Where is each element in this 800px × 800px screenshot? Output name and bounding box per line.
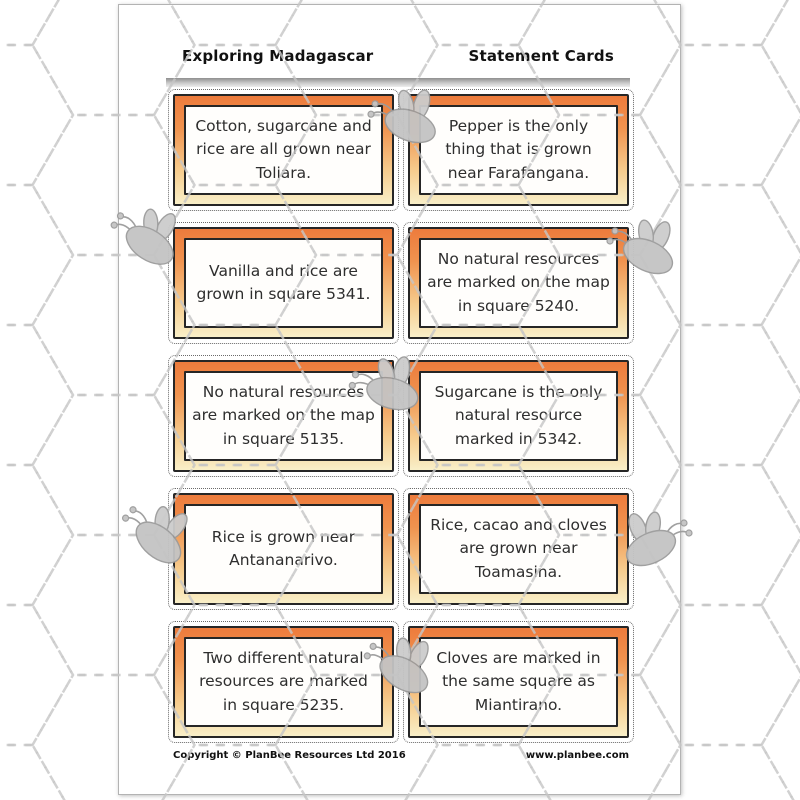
- hexagon-pattern-cell: [0, 183, 75, 327]
- statement-card: Cotton, sugarcane and rice are all grown…: [168, 89, 399, 211]
- hexagon-pattern-cell: [760, 395, 800, 535]
- statement-cards-grid: Cotton, sugarcane and rice are all grown…: [168, 89, 634, 743]
- website-text: www.planbee.com: [525, 750, 629, 761]
- hexagon-pattern-cell: [0, 0, 60, 47]
- hexagon-pattern-cell: [760, 535, 800, 675]
- hexagon-pattern-cell: [760, 255, 800, 395]
- statement-card: Two different natural resources are mark…: [168, 621, 399, 743]
- header-divider: [166, 78, 630, 87]
- page-footer: Copyright © PlanBee Resources Ltd 2016 w…: [173, 750, 629, 761]
- statement-card-text: Sugarcane is the only natural resource m…: [419, 371, 618, 461]
- statement-card-text: Cotton, sugarcane and rice are all grown…: [184, 105, 383, 195]
- page-title: Exploring Madagascar: [182, 46, 374, 65]
- statement-card-text: Rice is grown near Antananarivo.: [184, 504, 383, 594]
- statement-card-text: Two different natural resources are mark…: [184, 637, 383, 727]
- statement-card-text: No natural resources are marked on the m…: [419, 238, 618, 328]
- statement-card-text: Rice, cacao and cloves are grown near To…: [419, 504, 618, 594]
- statement-card-text: Pepper is the only thing that is grown n…: [419, 105, 618, 195]
- page-header: Exploring Madagascar Statement Cards: [168, 33, 628, 78]
- hexagon-pattern-cell: [0, 323, 75, 467]
- hexagon-pattern-cell: [0, 603, 75, 747]
- hexagon-pattern-cell: [760, 0, 800, 115]
- statement-card-text: Vanilla and rice are grown in square 534…: [184, 238, 383, 328]
- hexagon-pattern-cell: [760, 675, 800, 800]
- statement-card-text: Cloves are marked in the same square as …: [419, 637, 618, 727]
- copyright-text: Copyright © PlanBee Resources Ltd 2016: [173, 750, 406, 761]
- hexagon-pattern-cell: [0, 43, 75, 187]
- hexagon-pattern-cell: [0, 743, 66, 800]
- statement-card: No natural resources are marked on the m…: [168, 355, 399, 477]
- statement-card: Vanilla and rice are grown in square 534…: [168, 222, 399, 344]
- statement-card-text: No natural resources are marked on the m…: [184, 371, 383, 461]
- statement-card: No natural resources are marked on the m…: [403, 222, 634, 344]
- page-subtitle: Statement Cards: [468, 46, 614, 65]
- statement-card: Pepper is the only thing that is grown n…: [403, 89, 634, 211]
- statement-card: Rice is grown near Antananarivo.: [168, 488, 399, 610]
- hexagon-pattern-cell: [760, 115, 800, 255]
- statement-card: Sugarcane is the only natural resource m…: [403, 355, 634, 477]
- hexagon-pattern-cell: [0, 463, 75, 607]
- statement-card: Cloves are marked in the same square as …: [403, 621, 634, 743]
- statement-card: Rice, cacao and cloves are grown near To…: [403, 488, 634, 610]
